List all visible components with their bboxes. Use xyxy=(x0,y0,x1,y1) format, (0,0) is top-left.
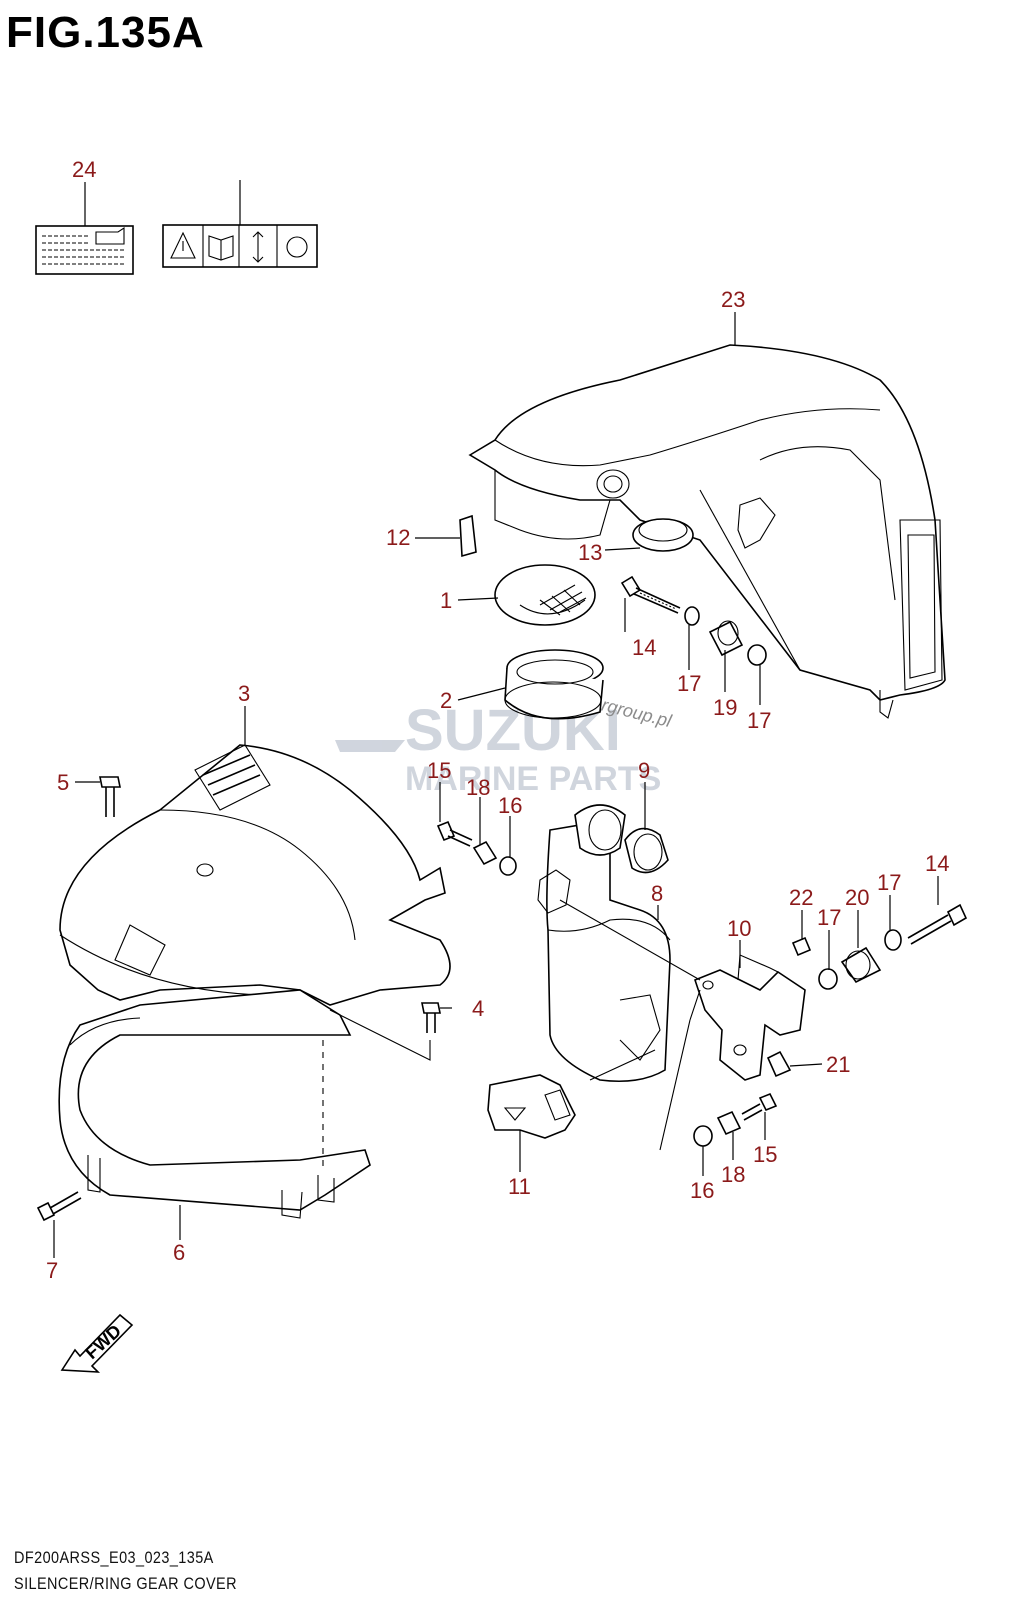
callout-7[interactable]: 7 xyxy=(46,1258,58,1283)
warning-icon xyxy=(170,231,196,259)
part-17-washer-right[interactable] xyxy=(818,968,838,990)
callout-4[interactable]: 4 xyxy=(472,996,484,1021)
part-5-bolt[interactable] xyxy=(99,776,121,817)
part-1-filter[interactable] xyxy=(494,564,596,626)
part-18-bushing-left[interactable] xyxy=(472,840,498,866)
fwd-arrow-icon: FWD xyxy=(60,1313,134,1373)
callout-14-upper[interactable]: 14 xyxy=(632,635,656,660)
part-6-ring-gear-cover[interactable] xyxy=(58,989,371,1219)
callout-11[interactable]: 11 xyxy=(508,1174,531,1199)
part-9-joint[interactable] xyxy=(574,804,669,874)
callout-13[interactable]: 13 xyxy=(578,540,602,565)
oil-can-icon xyxy=(95,226,125,245)
callout-18-left[interactable]: 18 xyxy=(466,775,490,800)
part-19-bushing-right[interactable] xyxy=(840,946,882,984)
watermark-sub: MARINE PARTS xyxy=(405,760,661,798)
part-17-washer-upper-2[interactable] xyxy=(747,644,767,666)
part-21-bolt[interactable] xyxy=(791,936,812,957)
watermark-boat-icon xyxy=(335,740,405,752)
part-16-washer-right[interactable] xyxy=(693,1125,713,1147)
callout-17-right[interactable]: 17 xyxy=(817,905,841,930)
callout-15-left[interactable]: 15 xyxy=(427,758,451,783)
figure-code: DF200ARSS_E03_023_135A xyxy=(14,1548,214,1567)
part-4-bolt[interactable] xyxy=(421,1002,441,1033)
callout-numbers: 24 23 12 13 1 2 3 5 4 6 7 14 17 19 17 15… xyxy=(46,157,949,1283)
callout-18-right[interactable]: 18 xyxy=(721,1162,745,1187)
part-18-bushing-right[interactable] xyxy=(716,1110,742,1136)
assembly-guides xyxy=(322,899,701,1170)
figure-caption: SILENCER/RING GEAR COVER xyxy=(14,1574,237,1593)
callout-17-right-2[interactable]: 17 xyxy=(877,870,901,895)
leader-lines xyxy=(53,180,939,1258)
part-15-bolt-left[interactable] xyxy=(436,820,473,847)
callout-20[interactable]: 21 xyxy=(826,1052,850,1077)
callout-5[interactable]: 5 xyxy=(57,770,69,795)
callout-15-right[interactable]: 15 xyxy=(753,1142,777,1167)
part-12-clip[interactable] xyxy=(459,514,477,558)
callout-6[interactable]: 6 xyxy=(173,1240,185,1265)
part-13-grommet[interactable] xyxy=(632,518,694,552)
part-10-bracket[interactable] xyxy=(694,954,806,1081)
part-7-bolt[interactable] xyxy=(36,1191,82,1222)
label-23-decal[interactable] xyxy=(35,225,134,275)
label-24-decal[interactable] xyxy=(162,224,318,268)
part-11-bracket[interactable] xyxy=(487,1074,576,1139)
part-14-bolt-right[interactable] xyxy=(907,903,968,945)
callout-23[interactable]: 24 xyxy=(72,157,96,182)
part-20-clip[interactable] xyxy=(766,1050,792,1078)
callout-16-right[interactable]: 16 xyxy=(690,1178,714,1203)
callout-22[interactable]: 23 xyxy=(721,287,745,312)
figure-title: FIG.135A xyxy=(6,8,205,57)
callout-9[interactable]: 9 xyxy=(638,758,650,783)
tilt-arrow-icon xyxy=(252,231,264,263)
part-19-bushing-upper[interactable] xyxy=(708,620,744,657)
part-2-seal-ring[interactable] xyxy=(504,649,604,720)
callout-21[interactable]: 22 xyxy=(789,885,813,910)
callout-19-right[interactable]: 20 xyxy=(845,885,869,910)
callout-16-left[interactable]: 16 xyxy=(498,793,522,818)
callout-2[interactable]: 2 xyxy=(440,688,452,713)
callout-3[interactable]: 3 xyxy=(238,681,250,706)
callout-17-upper[interactable]: 17 xyxy=(677,671,701,696)
part-17-washer-right-2[interactable] xyxy=(884,929,902,951)
callout-10[interactable]: 10 xyxy=(727,916,751,941)
part-14-bolt-upper[interactable] xyxy=(620,575,681,614)
callout-14-right[interactable]: 14 xyxy=(925,851,949,876)
callout-8[interactable]: 8 xyxy=(651,881,663,906)
callout-19-upper[interactable]: 19 xyxy=(713,695,737,720)
callout-1[interactable]: 1 xyxy=(440,588,452,613)
part-17-washer-upper[interactable] xyxy=(684,606,700,626)
part-16-washer-left[interactable] xyxy=(499,856,517,876)
callout-12[interactable]: 12 xyxy=(386,525,410,550)
rotation-icon xyxy=(286,236,308,258)
callout-17-upper-2[interactable]: 17 xyxy=(747,708,771,733)
part-22-silencer-case[interactable] xyxy=(468,344,946,719)
part-15-bolt-right[interactable] xyxy=(741,1092,778,1121)
